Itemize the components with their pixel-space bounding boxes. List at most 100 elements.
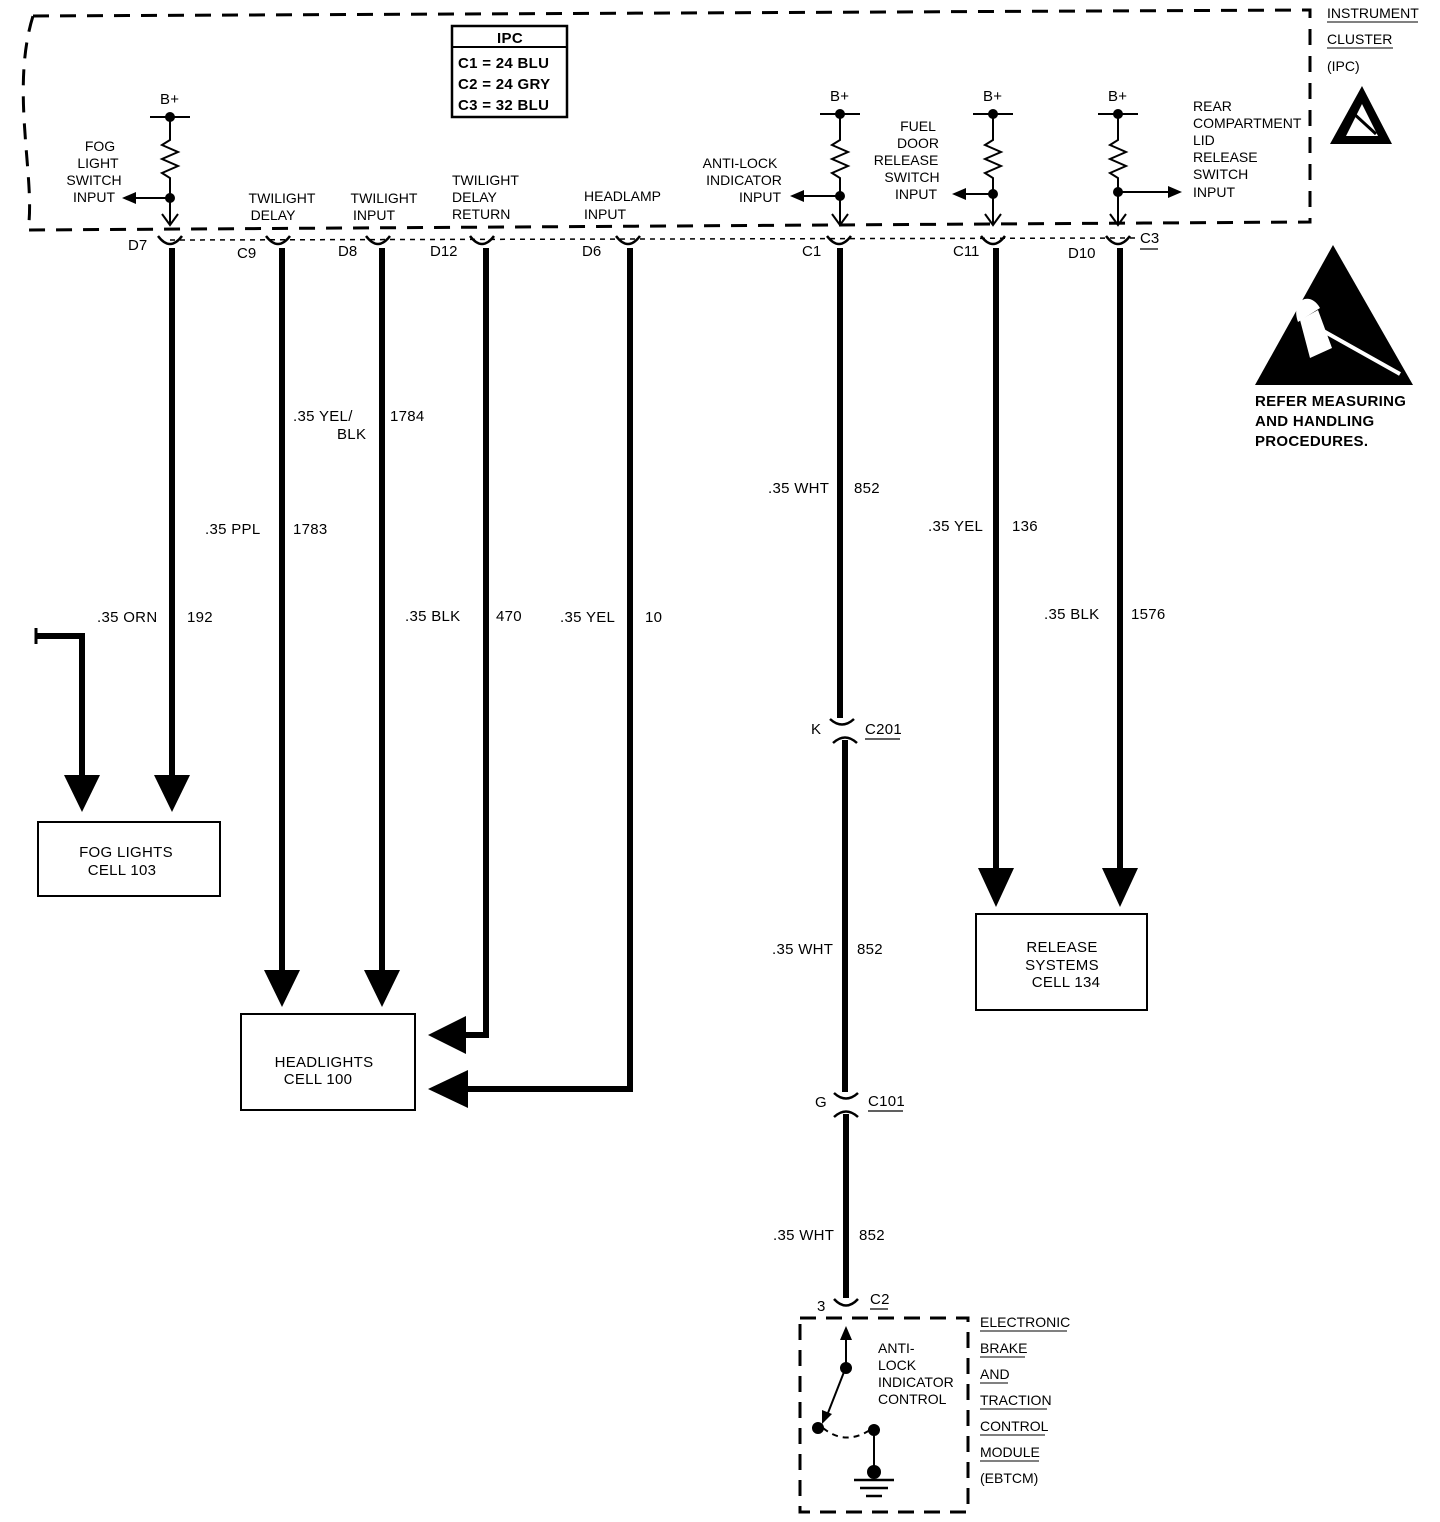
svg-text:RETURN: RETURN (452, 206, 510, 222)
fog-light-switch-input-label: FOG LIGHT SWITCH INPUT (66, 138, 121, 205)
svg-text:B+: B+ (160, 91, 179, 108)
svg-text:RELEASE: RELEASE (1193, 149, 1258, 165)
ipc-module-name: INSTRUMENT CLUSTER (IPC) (1327, 5, 1419, 74)
wire-10-circuit: 10 (645, 609, 662, 626)
headlights-destination: HEADLIGHTS CELL 100 (240, 1013, 416, 1111)
headlamp-input-label: HEADLAMP INPUT (584, 188, 661, 222)
wire-1576-label: .35 BLK (1044, 606, 1099, 623)
wire-852-circuit-2: 852 (857, 941, 883, 958)
wire-1784-label: .35 YEL/ (293, 408, 353, 425)
svg-text:ANTI-LOCK: ANTI-LOCK (703, 155, 778, 171)
twilight-delay-return-label: TWILIGHT DELAY RETURN (452, 172, 519, 222)
wire-10-label: .35 YEL (560, 609, 615, 626)
connector-cups (157, 235, 1131, 246)
b-plus-pullup-c1: B+ (790, 88, 860, 227)
svg-text:CELL 100: CELL 100 (284, 1071, 353, 1088)
svg-text:CELL 103: CELL 103 (88, 862, 157, 879)
svg-text:INDICATOR: INDICATOR (706, 172, 782, 188)
svg-text:C101: C101 (868, 1093, 905, 1110)
svg-text:B+: B+ (983, 88, 1002, 105)
wire-192-circuit: 192 (187, 609, 213, 626)
svg-text:CONTROL: CONTROL (980, 1418, 1049, 1434)
wire-136-label: .35 YEL (928, 518, 983, 535)
svg-text:LOCK: LOCK (878, 1357, 917, 1373)
wire-470-circuit: 470 (496, 608, 522, 625)
twilight-input-label: TWILIGHT INPUT (351, 190, 418, 223)
wires (36, 248, 1123, 1298)
svg-text:B+: B+ (1108, 88, 1127, 105)
esd-warning-icon (1255, 245, 1413, 385)
svg-text:FOG LIGHTS: FOG LIGHTS (79, 844, 173, 861)
svg-text:CONTROL: CONTROL (878, 1391, 947, 1407)
b-plus-pullup-d7: B+ (122, 91, 190, 227)
wire-852-circuit-3: 852 (859, 1227, 885, 1244)
svg-text:PROCEDURES.: PROCEDURES. (1255, 433, 1368, 450)
ipc-box-row: C3 = 32 BLU (458, 97, 549, 114)
esd-notice: REFER MEASURING AND HANDLING PROCEDURES. (1255, 393, 1406, 450)
svg-text:TRACTION: TRACTION (980, 1392, 1052, 1408)
svg-text:DELAY: DELAY (452, 189, 498, 205)
wire-136-circuit: 136 (1012, 518, 1038, 535)
wire-1576-circuit: 1576 (1131, 606, 1166, 623)
svg-text:TWILIGHT: TWILIGHT (249, 190, 316, 206)
svg-text:INPUT: INPUT (739, 189, 781, 205)
wire-1783-label: .35 PPL (205, 521, 260, 538)
connector-face-line (169, 237, 1141, 241)
wire-852-circuit-1: 852 (854, 480, 880, 497)
connector-c2: 3 C2 (817, 1291, 889, 1315)
svg-text:RELEASE: RELEASE (874, 152, 939, 168)
ipc-box-row: C2 = 24 GRY (458, 76, 550, 93)
svg-text:TWILIGHT: TWILIGHT (351, 190, 418, 206)
svg-text:HEADLAMP: HEADLAMP (584, 188, 661, 204)
svg-text:TWILIGHT: TWILIGHT (452, 172, 519, 188)
svg-text:SWITCH: SWITCH (884, 169, 939, 185)
wire-852-label-1: .35 WHT (768, 480, 829, 497)
release-systems-destination: RELEASE SYSTEMS CELL 134 (975, 913, 1148, 1011)
pin-d8: D8 (338, 243, 357, 260)
svg-text:INPUT: INPUT (584, 206, 626, 222)
svg-text:DELAY: DELAY (251, 207, 297, 223)
svg-text:REAR: REAR (1193, 98, 1232, 114)
rear-compartment-lid-release-switch-input-label: REAR COMPARTMENT LID RELEASE SWITCH INPU… (1193, 98, 1302, 200)
svg-text:K: K (811, 721, 821, 738)
svg-text:(EBTCM): (EBTCM) (980, 1470, 1038, 1486)
svg-text:INDICATOR: INDICATOR (878, 1374, 954, 1390)
pin-c3: C3 (1140, 230, 1159, 247)
ebtcm-switch (812, 1326, 894, 1498)
pin-c11: C11 (953, 243, 979, 260)
svg-text:INPUT: INPUT (1193, 184, 1235, 200)
svg-text:(IPC): (IPC) (1327, 58, 1360, 74)
svg-text:LIGHT: LIGHT (77, 155, 119, 171)
pin-d10: D10 (1068, 245, 1096, 262)
svg-text:AND HANDLING: AND HANDLING (1255, 413, 1374, 430)
svg-text:BRAKE: BRAKE (980, 1340, 1027, 1356)
svg-text:ELECTRONIC: ELECTRONIC (980, 1314, 1070, 1330)
svg-text:SYSTEMS: SYSTEMS (1025, 957, 1099, 974)
svg-text:FOG: FOG (85, 138, 115, 154)
wire-1783-circuit: 1783 (293, 521, 328, 538)
wire-470-label: .35 BLK (405, 608, 460, 625)
esd-warning-icon-small (1330, 86, 1392, 144)
svg-text:AND: AND (980, 1366, 1010, 1382)
connector-c101: G C101 (815, 1092, 905, 1118)
svg-text:SWITCH: SWITCH (66, 172, 121, 188)
svg-text:INPUT: INPUT (353, 207, 395, 223)
ipc-box-row: C1 = 24 BLU (458, 55, 549, 72)
ebtcm-name: ELECTRONIC BRAKE AND TRACTION CONTROL MO… (980, 1314, 1070, 1486)
svg-text:ANTI-: ANTI- (878, 1340, 915, 1356)
wire-1784-circuit: 1784 (390, 408, 425, 425)
anti-lock-indicator-control-label: ANTI- LOCK INDICATOR CONTROL (878, 1340, 954, 1407)
svg-text:INPUT: INPUT (73, 189, 115, 205)
svg-text:3: 3 (817, 1298, 826, 1315)
twilight-delay-label: TWILIGHT DELAY (249, 190, 316, 223)
svg-text:HEADLIGHTS: HEADLIGHTS (275, 1054, 374, 1071)
wire-1784-label-line2: BLK (337, 426, 366, 443)
ipc-box-title: IPC (497, 30, 523, 47)
anti-lock-indicator-input-label: ANTI-LOCK INDICATOR INPUT (703, 155, 782, 205)
pin-c9: C9 (237, 245, 256, 262)
wire-852-label-3: .35 WHT (773, 1227, 834, 1244)
pin-c1: C1 (802, 243, 821, 260)
arrowheads (64, 775, 1138, 1108)
svg-text:LID: LID (1193, 132, 1215, 148)
